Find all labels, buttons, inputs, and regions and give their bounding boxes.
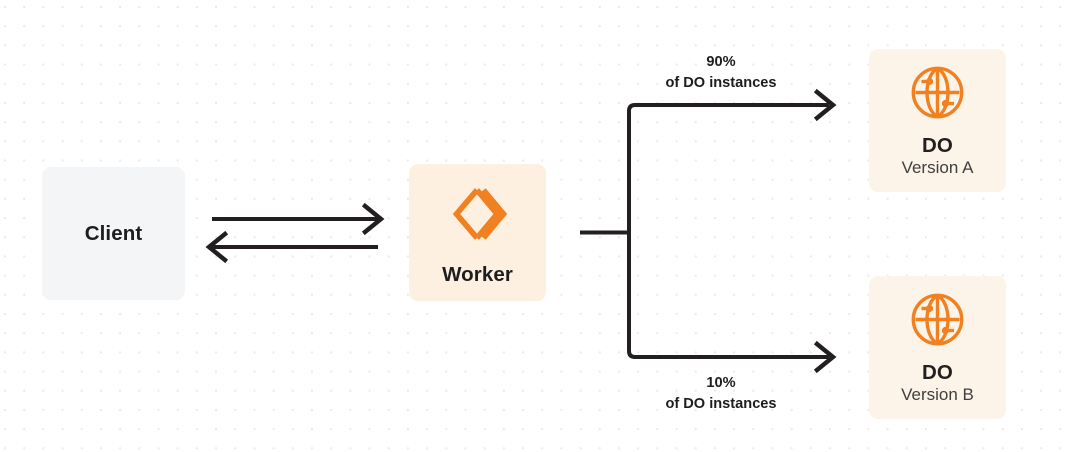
node-worker-label: Worker bbox=[442, 262, 513, 286]
cloudflare-workers-icon bbox=[447, 183, 509, 245]
edge-worker-to-client bbox=[205, 230, 378, 264]
edge-label-do-b-caption: of DO instances bbox=[665, 395, 777, 412]
edge-client-to-worker bbox=[212, 202, 385, 236]
edge-label-do-a: 90% of DO instances bbox=[621, 52, 821, 94]
node-do-version-a[interactable]: DO Version A bbox=[869, 49, 1006, 192]
edge-label-do-a-percent: 90% bbox=[706, 54, 736, 70]
globe-icon bbox=[909, 291, 966, 348]
globe-icon bbox=[909, 64, 966, 121]
node-worker[interactable]: Worker bbox=[409, 164, 546, 301]
edge-label-do-b-percent: 10% bbox=[706, 375, 736, 391]
edge-worker-to-do-b bbox=[627, 232, 837, 374]
node-do-version-b[interactable]: DO Version B bbox=[869, 276, 1006, 419]
node-do-b-label: DO bbox=[922, 360, 953, 384]
edge-label-do-b: 10% of DO instances bbox=[621, 373, 821, 415]
node-do-a-label: DO bbox=[922, 133, 953, 157]
node-client[interactable]: Client bbox=[42, 167, 185, 300]
node-client-label: Client bbox=[84, 221, 143, 245]
node-do-a-version: Version A bbox=[901, 158, 974, 178]
node-do-b-version: Version B bbox=[901, 385, 974, 405]
edge-label-do-a-caption: of DO instances bbox=[665, 74, 777, 91]
edge-worker-to-do-a bbox=[627, 88, 837, 233]
